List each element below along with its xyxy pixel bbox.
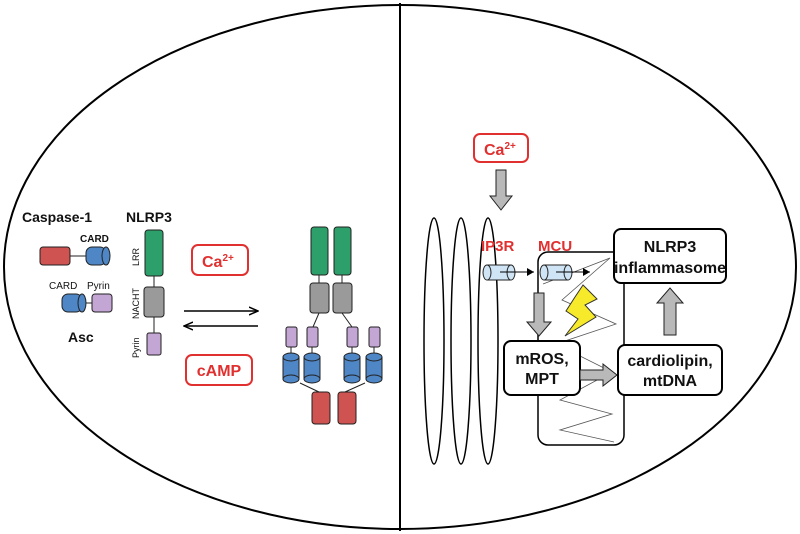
caspase-1-label: Caspase-1 — [22, 209, 92, 225]
svg-text:Ca2+: Ca2+ — [484, 141, 516, 159]
calcium-badge-left: Ca2+ — [191, 244, 249, 276]
caspase-1-protein — [39, 246, 111, 266]
asc-protein — [61, 293, 113, 313]
asc-label: Asc — [68, 329, 94, 345]
domain-label-nacht: NACHT — [131, 287, 141, 319]
er-cisternae — [423, 217, 499, 465]
card-label-asc: CARD — [49, 281, 77, 292]
svg-text:NLRP3: NLRP3 — [644, 239, 697, 256]
svg-text:Ca2+: Ca2+ — [202, 253, 234, 271]
nlrp3-oligomer — [282, 226, 383, 425]
svg-text:MPT: MPT — [525, 371, 559, 388]
svg-text:mtDNA: mtDNA — [643, 373, 698, 390]
calcium-influx-arrow — [488, 169, 514, 211]
mcu-label: MCU — [538, 238, 572, 255]
lightning-bolt-icon — [564, 284, 598, 337]
mitochondrial-cristae — [542, 257, 618, 443]
nlrp3-inflammasome-box: NLRP3 inflammasome — [613, 228, 727, 284]
mitochondrial-calcium-arrow — [525, 292, 553, 337]
mros-to-cardiolipin-arrow — [579, 362, 618, 388]
svg-text:cAMP: cAMP — [197, 363, 242, 380]
calcium-badge-right: Ca2+ — [473, 133, 529, 163]
domain-label-lrr: LRR — [131, 247, 141, 266]
svg-text:mROS,: mROS, — [515, 351, 568, 368]
mros-mpt-box: mROS, MPT — [503, 340, 581, 396]
camp-badge: cAMP — [185, 354, 253, 386]
nlrp3-label: NLRP3 — [126, 209, 172, 225]
domain-label-pyrin: Pyrin — [131, 337, 141, 358]
svg-text:inflammasome: inflammasome — [614, 260, 726, 277]
svg-text:cardiolipin,: cardiolipin, — [627, 353, 712, 370]
cardiolipin-mtdna-box: cardiolipin, mtDNA — [617, 344, 723, 396]
cardiolipin-to-inflammasome-arrow — [655, 287, 685, 336]
pyrin-label-asc: Pyrin — [87, 281, 110, 292]
card-label-caspase: CARD — [80, 234, 109, 245]
ip3r-label: IP3R — [481, 238, 515, 255]
nlrp3-monomer — [143, 229, 165, 356]
